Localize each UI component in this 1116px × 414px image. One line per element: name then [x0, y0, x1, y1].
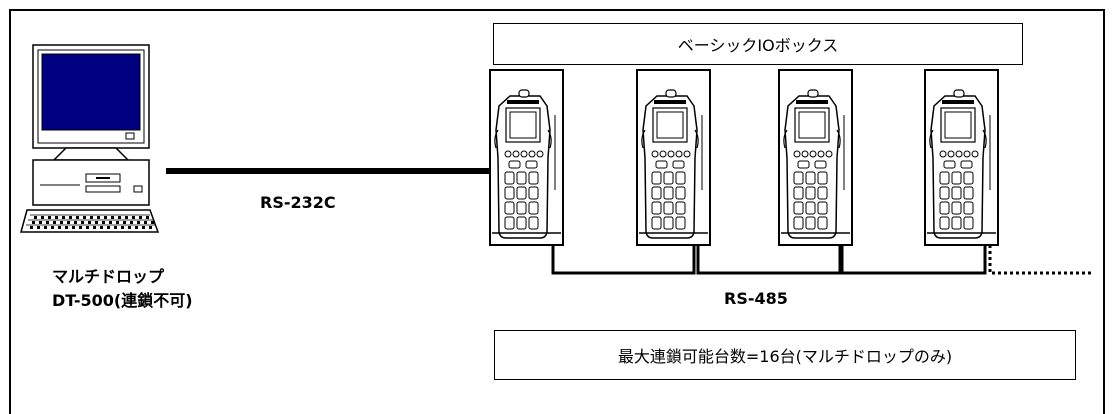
diagram-frame: [9, 9, 1105, 414]
pc-caption-line1: マルチドロップ: [52, 267, 165, 286]
handy-terminal-4: [924, 69, 999, 246]
pc-caption-line2: DT-500(連鎖不可): [52, 291, 193, 310]
rs485-chain: [551, 245, 987, 275]
desktop-pc-icon: [20, 44, 160, 233]
max-chain-note: 最大連鎖可能台数=16台(マルチドロップのみ): [494, 330, 1076, 380]
handy-terminal-1: [489, 69, 564, 246]
handy-terminal-3: [778, 69, 853, 246]
rs232c-label: RS-232C: [260, 193, 336, 212]
rs485-continuation: [988, 245, 1093, 275]
handy-terminal-2: [636, 69, 711, 246]
rs485-label: RS-485: [724, 289, 788, 308]
basic-io-box-label: ベーシックIOボックス: [493, 23, 1023, 65]
